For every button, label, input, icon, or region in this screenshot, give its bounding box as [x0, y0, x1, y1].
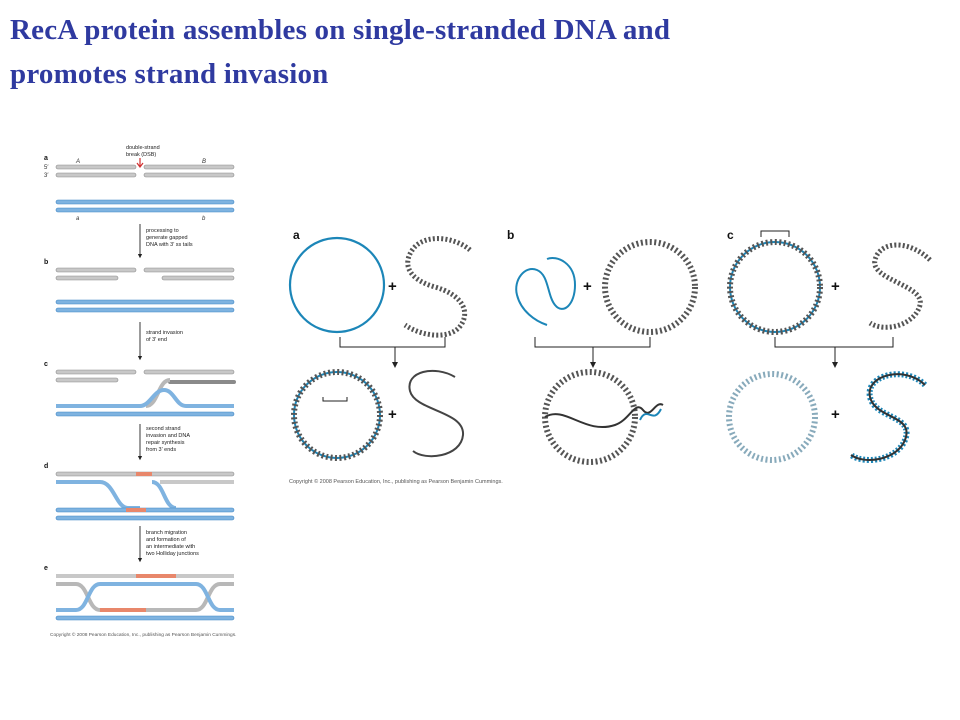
- right-copyright: Copyright © 2008 Pearson Education, Inc.…: [289, 478, 503, 485]
- step2-line-1: strand invasion: [146, 330, 183, 336]
- three-prime-label: 3′: [44, 173, 49, 179]
- bracket: [774, 337, 894, 348]
- blue-strand: [55, 307, 235, 313]
- dsb-arrow-icon: [136, 158, 144, 168]
- repair-synthesis-patch: [136, 574, 176, 578]
- step3-line-2: invasion and DNA: [146, 433, 190, 439]
- panel-a-label: a: [44, 155, 48, 162]
- gray-strand: [143, 164, 235, 170]
- right-panel-c-label: c: [727, 228, 734, 242]
- double-stranded-helix: [403, 236, 472, 338]
- double-stranded-circle: [726, 371, 818, 463]
- plus-sign: +: [388, 278, 397, 295]
- gray-strand: [55, 172, 137, 178]
- blue-strand: [55, 411, 235, 417]
- single-stranded-tail: [639, 408, 662, 421]
- reca-filament: [727, 239, 823, 335]
- bracket: [339, 337, 446, 348]
- allele-label-b: b: [202, 216, 206, 222]
- single-stranded-dna: [515, 257, 577, 326]
- step3-line-4: from 3′ ends: [146, 447, 176, 453]
- step3-line-3: repair synthesis: [146, 440, 185, 446]
- plus-sign: +: [388, 406, 397, 423]
- double-stranded-helix: [868, 242, 932, 330]
- step4-line-1: branch migration: [146, 530, 187, 536]
- gray-strand: [55, 267, 137, 273]
- allele-label-B: B: [202, 159, 206, 165]
- bracket: [322, 397, 348, 402]
- step2-line-2: of 3′ end: [146, 337, 167, 343]
- title-line-2: promotes strand invasion: [10, 58, 329, 90]
- plus-sign: +: [831, 406, 840, 423]
- gray-strand: [55, 377, 119, 383]
- plus-sign: +: [583, 278, 592, 295]
- recombination-steps-figure: a 5′ 3′ A B double-strand break (DSB) a …: [44, 145, 236, 638]
- invading-strand: [544, 403, 664, 428]
- gray-strand: [161, 275, 235, 281]
- panel-d-label: d: [44, 463, 48, 470]
- step1-line-1: processing to: [146, 228, 179, 234]
- plus-sign: +: [831, 278, 840, 295]
- double-stranded-circle: [602, 239, 698, 335]
- right-panel-a-label: a: [293, 228, 300, 242]
- double-stranded-circle: [542, 369, 638, 465]
- blue-strand: [55, 207, 235, 213]
- panel-b-label: b: [44, 259, 48, 266]
- dsb-annotation-line-2: break (DSB): [126, 152, 156, 158]
- reca-coated-circle: [293, 371, 381, 459]
- gray-strand: [143, 267, 235, 273]
- blue-strand: [56, 480, 140, 510]
- step3-line-1: second strand: [146, 426, 181, 432]
- gray-strand: [55, 164, 137, 170]
- allele-label-A: A: [75, 159, 80, 165]
- repair-synthesis-patch: [126, 508, 146, 512]
- gray-strand: [55, 275, 119, 281]
- reca-panels-figure: a b c + + + + + Copyright © 2008 Pearson…: [288, 228, 932, 485]
- blue-strand: [55, 299, 235, 305]
- blue-strand: [55, 199, 235, 205]
- dsb-annotation-line-1: double-strand: [126, 145, 160, 151]
- step4-line-2: and formation of: [146, 537, 186, 543]
- single-stranded-circle: [288, 236, 386, 334]
- helix-backbone: [850, 373, 926, 461]
- blue-strand: [56, 582, 234, 612]
- bracket: [760, 230, 790, 237]
- right-panel-b-label: b: [507, 228, 514, 242]
- blue-strand: [56, 387, 234, 408]
- repair-synthesis-patch: [100, 608, 146, 612]
- gray-strand: [143, 172, 235, 178]
- gray-strand: [143, 369, 235, 375]
- blue-strand: [151, 480, 177, 510]
- step1-line-2: generate gapped: [146, 235, 188, 241]
- title-line-1: RecA protein assembles on single-strande…: [10, 14, 671, 46]
- gray-strand: [56, 582, 234, 612]
- blue-strand: [55, 615, 235, 621]
- repair-synthesis-patch: [136, 472, 152, 476]
- panel-e-label: e: [44, 565, 48, 572]
- bracket: [534, 337, 651, 348]
- step1-line-3: DNA with 3′ ss tails: [146, 242, 193, 248]
- double-stranded-helix: [849, 371, 928, 463]
- step4-line-3: an intermediate with: [146, 544, 195, 550]
- gray-strand: [55, 369, 137, 375]
- slide-title: RecA protein assembles on single-strande…: [10, 8, 940, 96]
- single-strand: [408, 369, 465, 458]
- step4-line-4: two Holliday junctions: [146, 551, 199, 557]
- allele-label-a: a: [76, 216, 80, 222]
- blue-strand: [55, 515, 235, 521]
- reca-filament: [291, 369, 383, 461]
- panel-c-label: c: [44, 361, 48, 368]
- left-copyright: Copyright © 2008 Pearson Education, Inc.…: [50, 631, 236, 638]
- five-prime-label: 5′: [44, 165, 49, 171]
